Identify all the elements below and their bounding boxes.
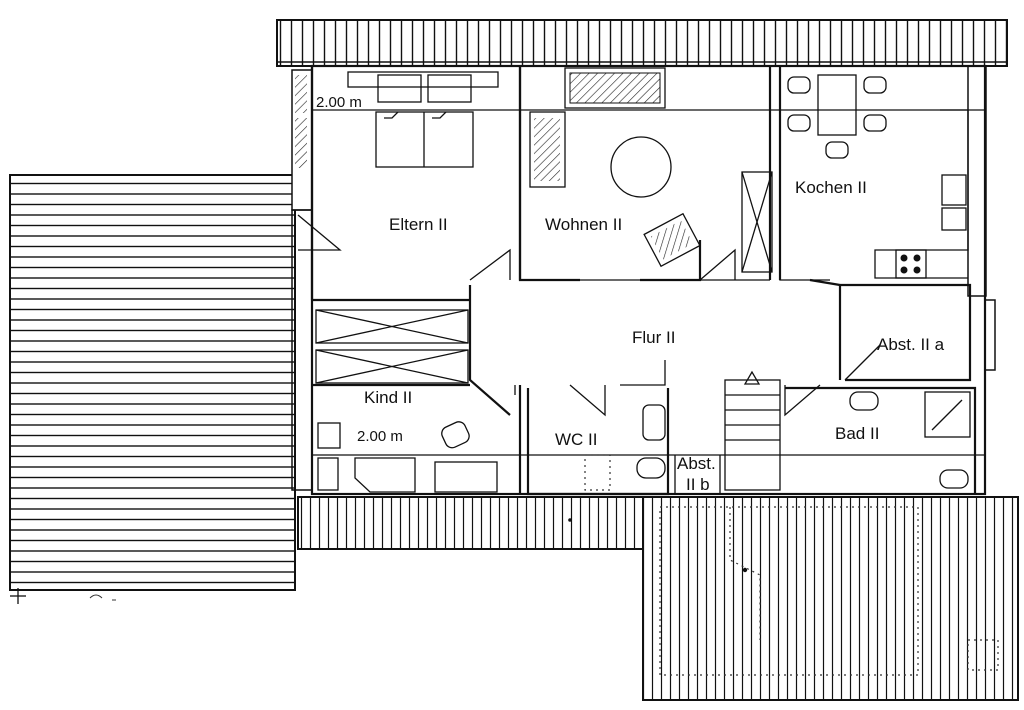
label-kind: Kind II [364,388,412,407]
room-abst-b [674,455,721,495]
scan-marks [10,518,748,604]
label-abst-b-1: Abst. [677,454,716,473]
room-eltern [297,66,522,302]
label-flur: Flur II [632,328,675,347]
stair [724,370,781,491]
room-bad [785,386,977,494]
label-eltern: Eltern II [389,215,448,234]
room-abst-a [840,283,972,382]
room-wc [526,388,670,496]
roof-left [9,174,296,591]
roof-top [276,19,1008,67]
room-flur [468,245,842,417]
wardrobe [315,309,469,384]
label-abst-b-2: II b [686,475,710,494]
room-kind [312,383,522,494]
dimension-kind: 2.00 m [357,428,403,445]
label-abst-a: Abst. II a [877,335,945,354]
room-kochen [778,66,969,287]
roof-bottom [297,496,1019,701]
label-wc: WC II [555,430,598,449]
room-wohnen [518,66,773,282]
label-bad: Bad II [835,424,879,443]
dimension-eltern: 2.00 m [316,94,362,111]
label-wohnen: Wohnen II [545,215,622,234]
label-kochen: Kochen II [795,178,867,197]
right-wall-strip [967,65,996,371]
